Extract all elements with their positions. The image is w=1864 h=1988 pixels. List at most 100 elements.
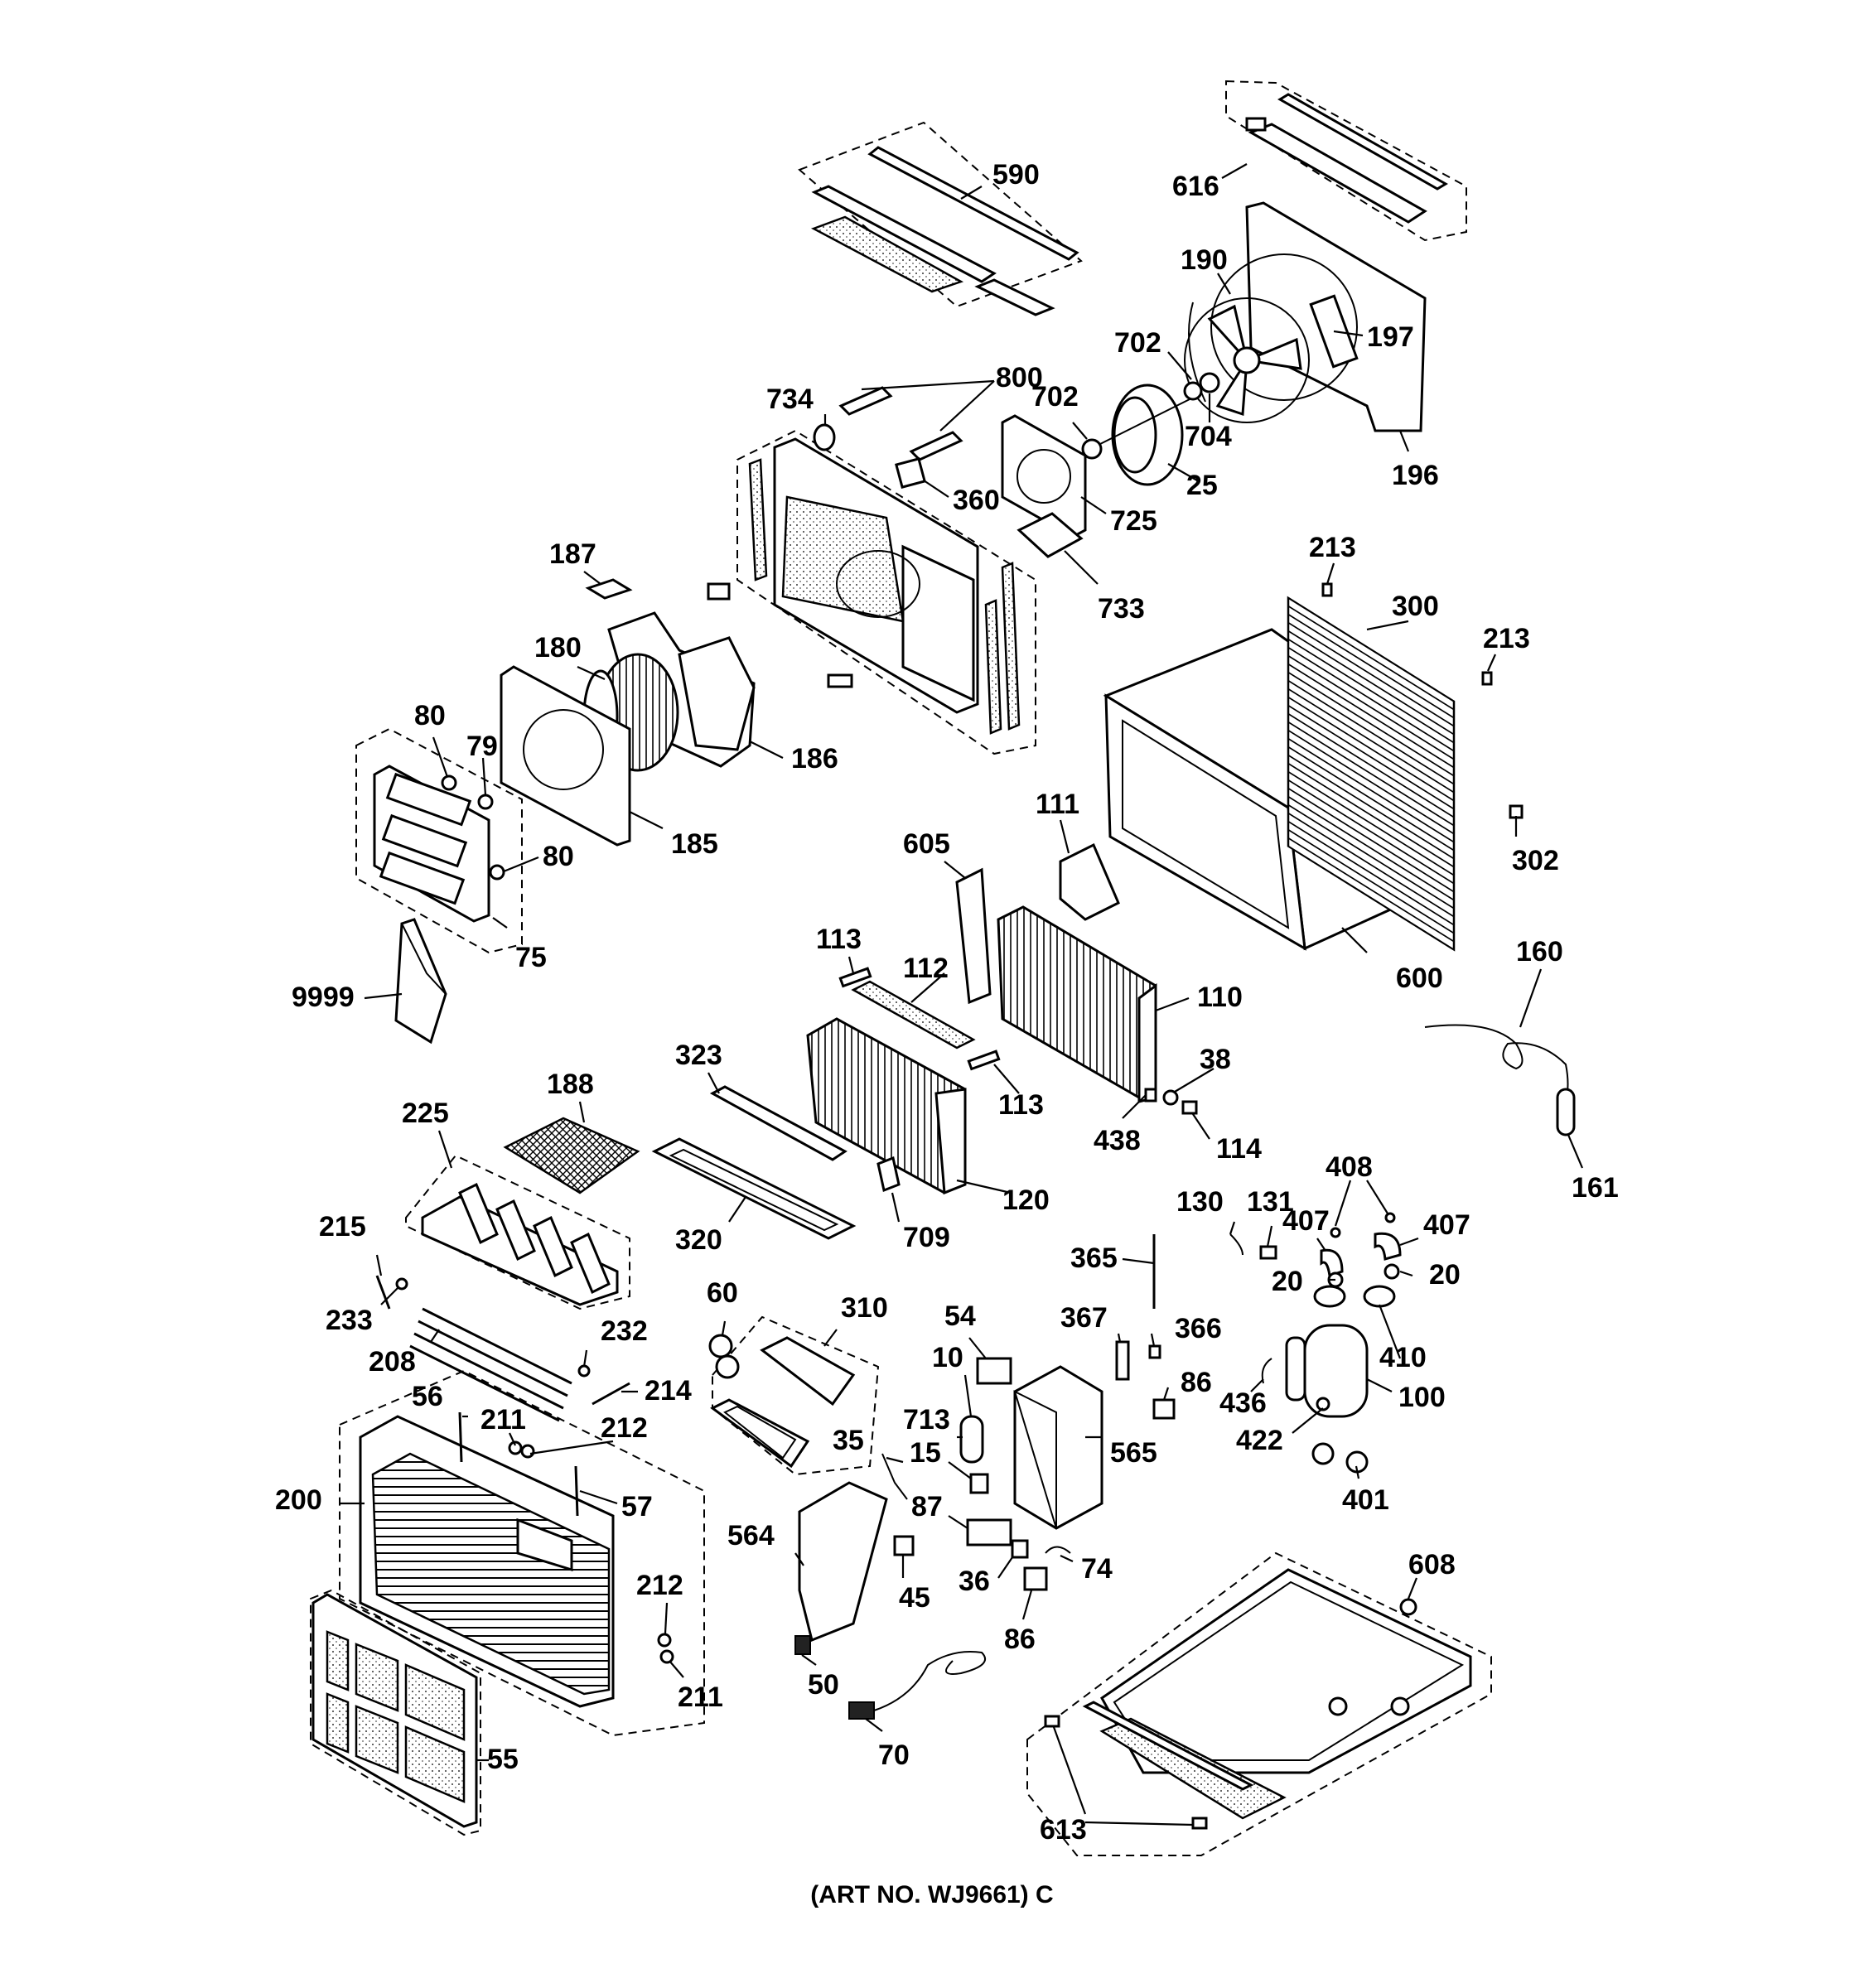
label-713: 713 bbox=[903, 1404, 950, 1436]
label-211-top: 211 bbox=[480, 1404, 526, 1436]
cabinet-front-600 bbox=[1104, 693, 1306, 951]
louver-2 bbox=[495, 1199, 536, 1262]
label-360: 360 bbox=[953, 485, 1000, 516]
rod-208-c bbox=[413, 1332, 564, 1410]
label-733: 733 bbox=[1098, 593, 1145, 625]
condenser-fan-190 bbox=[1184, 297, 1310, 423]
label-616: 616 bbox=[1172, 171, 1219, 202]
label-401: 401 bbox=[1342, 1484, 1389, 1516]
compressor-shell-100 bbox=[1303, 1324, 1369, 1418]
art-number-caption: (ART NO. WJ9661) C bbox=[810, 1881, 1053, 1908]
base-pan-rail bbox=[1082, 1701, 1254, 1791]
top-plate-616 bbox=[1248, 123, 1427, 224]
air-filter-55 bbox=[311, 1593, 478, 1828]
relay-86-a bbox=[1152, 1398, 1176, 1420]
label-113-bottom: 113 bbox=[998, 1089, 1044, 1121]
sensor-608 bbox=[1399, 1598, 1417, 1616]
literature-envelope-9999 bbox=[394, 918, 447, 1045]
label-196: 196 bbox=[1392, 460, 1439, 491]
bracket-605 bbox=[955, 867, 992, 1005]
group-outline-75 bbox=[355, 727, 523, 954]
label-54: 54 bbox=[944, 1300, 976, 1332]
label-112: 112 bbox=[903, 953, 949, 984]
bulkhead-group-800 bbox=[707, 386, 1021, 735]
plug-70 bbox=[848, 1701, 875, 1720]
clip-613-b bbox=[1191, 1817, 1208, 1830]
label-161: 161 bbox=[1572, 1172, 1619, 1204]
cabinet-opening-600 bbox=[1122, 719, 1290, 929]
harness-74 bbox=[1045, 1546, 1071, 1554]
label-200: 200 bbox=[275, 1484, 322, 1516]
label-225: 225 bbox=[402, 1098, 449, 1129]
switch-row-1 bbox=[385, 772, 472, 827]
washer-702-b bbox=[1081, 438, 1103, 460]
label-232: 232 bbox=[601, 1315, 648, 1347]
seal-113-b bbox=[967, 1049, 1001, 1071]
clip-613-a bbox=[1044, 1715, 1060, 1728]
bulkhead-seal-right bbox=[1001, 562, 1021, 731]
label-10: 10 bbox=[932, 1342, 963, 1373]
label-436: 436 bbox=[1219, 1387, 1267, 1419]
bulkhead-seal-mid bbox=[984, 599, 1002, 735]
electrical-components bbox=[794, 1234, 1176, 1720]
drain-pan-320 bbox=[651, 1137, 857, 1240]
terminal-block-87 bbox=[966, 1518, 1012, 1546]
capacitor-713 bbox=[959, 1415, 984, 1464]
label-25: 25 bbox=[1186, 470, 1218, 501]
label-190: 190 bbox=[1181, 244, 1228, 276]
control-board-204-inner bbox=[723, 1405, 797, 1460]
drain-pan-323 bbox=[709, 1085, 847, 1161]
orifice-plate-185 bbox=[500, 665, 631, 847]
filter-frame-590 bbox=[811, 185, 997, 283]
label-438: 438 bbox=[1094, 1125, 1141, 1156]
fitting-438 bbox=[1144, 1088, 1157, 1103]
clip-80-a bbox=[441, 774, 457, 791]
wire-130 bbox=[1229, 1233, 1243, 1256]
bracket-111 bbox=[1059, 842, 1120, 921]
compressor-100 bbox=[1229, 1212, 1402, 1474]
washer-20-b bbox=[1384, 1263, 1400, 1280]
label-564: 564 bbox=[727, 1520, 775, 1551]
label-70: 70 bbox=[878, 1740, 910, 1771]
label-320: 320 bbox=[675, 1224, 722, 1256]
group-outline-800 bbox=[736, 429, 1036, 755]
label-211-bottom: 211 bbox=[678, 1682, 723, 1713]
label-75: 75 bbox=[515, 942, 547, 973]
label-366: 366 bbox=[1175, 1313, 1222, 1344]
filter-panel-55-f bbox=[404, 1725, 466, 1803]
label-185: 185 bbox=[671, 828, 718, 860]
shroud-ring-196 bbox=[1210, 253, 1358, 401]
label-110: 110 bbox=[1197, 982, 1243, 1013]
switch-45 bbox=[893, 1535, 915, 1556]
label-734: 734 bbox=[766, 384, 814, 415]
wall-sleeve-grille-300 bbox=[1287, 596, 1456, 952]
screw-212-a bbox=[520, 1444, 535, 1459]
label-9999: 9999 bbox=[292, 982, 355, 1013]
bracket-360 bbox=[895, 457, 926, 489]
group-outline-base bbox=[1026, 1551, 1492, 1856]
filter-panel-55-b bbox=[355, 1643, 399, 1712]
label-310: 310 bbox=[841, 1292, 888, 1324]
label-367: 367 bbox=[1060, 1302, 1108, 1334]
coil-end-120 bbox=[934, 1088, 967, 1195]
pin-56 bbox=[458, 1411, 463, 1463]
label-302: 302 bbox=[1512, 845, 1559, 876]
base-pan-body bbox=[1100, 1568, 1472, 1774]
group-outline-225 bbox=[405, 1154, 630, 1310]
control-panel-310 bbox=[760, 1336, 856, 1407]
screen-188 bbox=[503, 1117, 640, 1194]
fan-motor-face-25 bbox=[1113, 396, 1157, 474]
label-565: 565 bbox=[1110, 1437, 1157, 1469]
base-standoff-1 bbox=[1328, 1696, 1348, 1716]
switch-row-3 bbox=[379, 851, 466, 905]
filter-media-590 bbox=[810, 215, 964, 293]
nut-422 bbox=[1316, 1397, 1330, 1411]
drain-pan-320-inner bbox=[669, 1148, 839, 1232]
label-702-top: 702 bbox=[1114, 327, 1161, 359]
label-120: 120 bbox=[1002, 1185, 1050, 1216]
fan-motor-shaft-25 bbox=[1093, 393, 1202, 448]
label-212-bottom: 212 bbox=[636, 1570, 683, 1601]
label-74: 74 bbox=[1081, 1553, 1113, 1585]
label-702-mid: 702 bbox=[1031, 381, 1079, 413]
switch-50 bbox=[794, 1635, 811, 1655]
